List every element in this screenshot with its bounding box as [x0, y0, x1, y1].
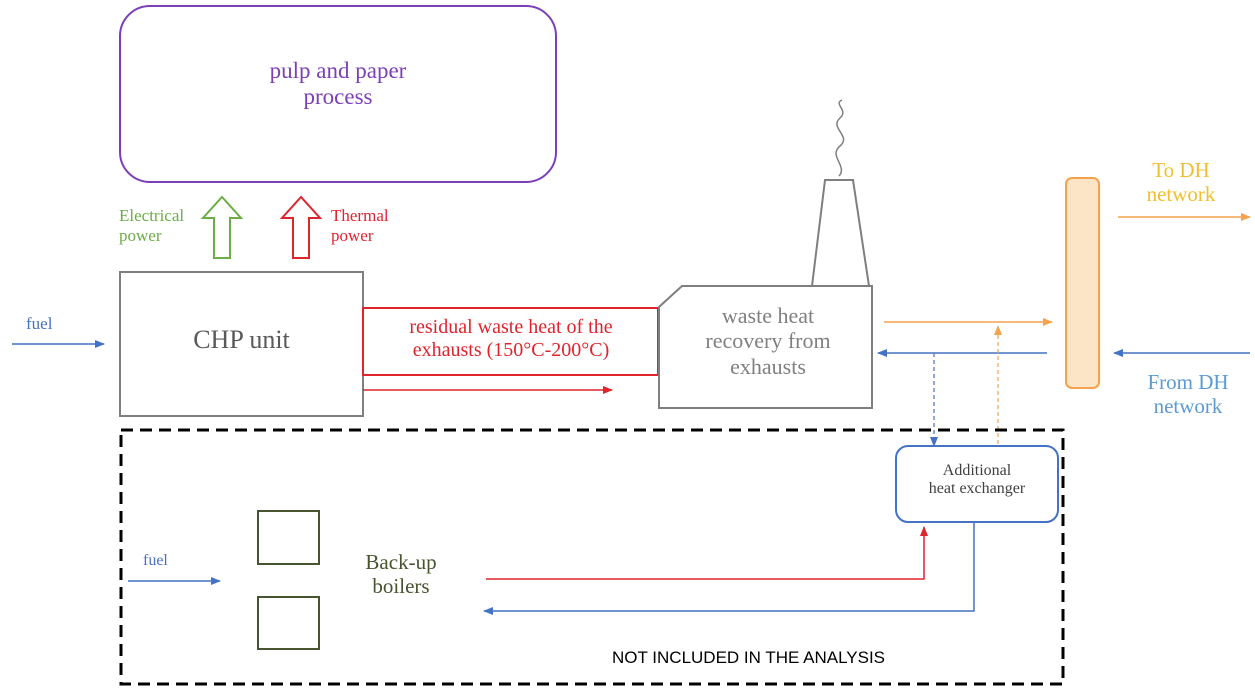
boiler-supply-line: [486, 526, 928, 580]
process-label-line2: process: [303, 84, 373, 110]
backup-boilers-label: Back-up boilers: [346, 550, 456, 598]
not-included-boundary: [119, 428, 1065, 686]
process-label: pulp and paper process: [240, 58, 436, 111]
waste-heat-recovery-box: [658, 285, 873, 409]
electrical-power-arrow: [200, 195, 244, 259]
chp-label: CHP unit: [193, 325, 290, 354]
additional-exchanger-label: Additional heat exchanger: [898, 462, 1056, 499]
thermal-power-arrow: [279, 195, 323, 259]
boiler-return-line: [483, 522, 975, 615]
to-dh-line1: To DH: [1152, 158, 1210, 182]
additional-label-line2: heat exchanger: [928, 480, 1026, 498]
electrical-label-line1: Electrical: [119, 206, 185, 225]
smoke-icon: [835, 99, 845, 177]
to-dh-label: To DH network: [1126, 158, 1236, 206]
from-dh-line2: network: [1153, 394, 1223, 419]
dh-exchanger-column: [1065, 177, 1100, 389]
additional-exchanger-box: [895, 445, 1059, 523]
recovery-label: waste heat recovery from exhausts: [670, 303, 866, 379]
backup-boiler-2: [257, 596, 320, 650]
to-dh-line2: network: [1146, 182, 1216, 207]
from-dh-label: From DH network: [1128, 370, 1248, 418]
not-included-label: NOT INCLUDED IN THE ANALYSIS: [612, 648, 886, 667]
fuel-label-bottom: fuel: [143, 552, 168, 569]
residual-heat-label: residual waste heat of the exhausts (150…: [366, 316, 656, 362]
thermal-label-line1: Thermal: [331, 206, 389, 225]
additional-label-line1: Additional: [942, 462, 1012, 479]
residual-label-line2: exhausts (150°C-200°C): [412, 339, 610, 361]
fuel-label-top: fuel: [26, 314, 53, 333]
recovery-label-line1: waste heat: [721, 303, 815, 328]
recovery-label-line2: recovery from: [705, 328, 831, 354]
chimney: [811, 179, 870, 287]
process-box: [119, 5, 557, 183]
backup-label-line1: Back-up: [365, 550, 437, 574]
electrical-power-label: Electrical power: [119, 206, 184, 245]
backup-boiler-1: [257, 510, 320, 565]
electrical-label-line2: power: [119, 225, 162, 245]
recovery-label-line3: exhausts: [730, 353, 806, 379]
thermal-power-label: Thermal power: [331, 206, 389, 245]
backup-label-line2: boilers: [372, 574, 430, 599]
thermal-label-line2: power: [331, 225, 374, 245]
residual-label-line1: residual waste heat of the: [409, 316, 613, 338]
process-label-line1: pulp and paper: [269, 58, 407, 83]
from-dh-line1: From DH: [1147, 370, 1229, 394]
